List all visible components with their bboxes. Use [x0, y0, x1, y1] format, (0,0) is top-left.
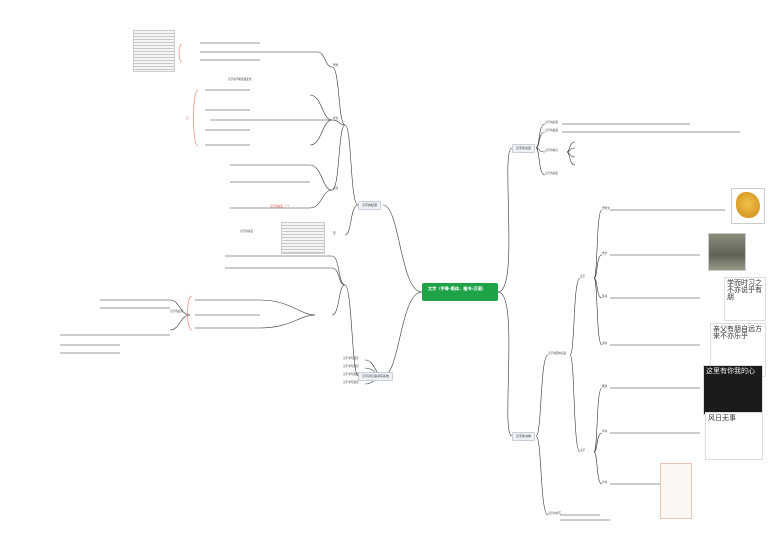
rt-item-1: 汉字的起源: [545, 121, 558, 124]
branch-right-bottom[interactable]: 汉字的书体: [512, 432, 536, 441]
left-red-tag-2: 汉字的演变（一）: [270, 205, 291, 208]
left-doc-title: 汉字的演变: [240, 230, 253, 233]
branch-right-top[interactable]: 汉字的演变: [512, 144, 536, 153]
rb-sub1: 汉字的形体演变: [548, 352, 567, 355]
rb-row-4: 隶书: [602, 342, 608, 345]
rb-row-6: 草书: [602, 430, 608, 433]
seal-script-image: 学而时习之不亦说乎有朋: [724, 277, 766, 321]
rb-row-5: 楷书: [602, 385, 608, 388]
regular-script-image: 这里有你我的心: [703, 365, 763, 415]
left-red-tag: 汉: [186, 117, 189, 120]
left-shuoshu: 说法: [333, 187, 339, 190]
root-node[interactable]: 文字（甲骨-简体、楷书-汉语）: [422, 283, 498, 301]
running-script-image: [660, 463, 692, 519]
rb-sub2: 汉字的书写: [548, 512, 561, 515]
left-note: 汉字在不断发展变化: [228, 78, 252, 81]
document-image-top: [133, 30, 175, 72]
rb-row-1: 甲骨文: [602, 207, 610, 210]
rt-item-4: 汉字的演变: [545, 172, 558, 175]
bottom-item-1: 汉字书写规范: [343, 357, 359, 360]
rb-sub3a: 汉字: [580, 275, 586, 278]
bronze-vessel-image: [708, 233, 746, 271]
left-jinwen: 金文: [333, 117, 339, 120]
left-box-label: 汉字的起源: [170, 310, 183, 313]
rb-sub3b: 汉字: [580, 449, 586, 452]
rt-item-3: 汉字的特点: [545, 149, 558, 152]
left-jiagu: 甲骨: [333, 64, 339, 67]
bottom-item-4: 汉字书写规范: [343, 381, 359, 384]
bottom-item-3: 汉字书写规范: [343, 373, 359, 376]
rb-row-7: 行书: [602, 481, 608, 484]
left-shapes: 形: [333, 232, 336, 235]
rt-item-2: 汉字的发展: [545, 129, 558, 132]
branch-left-bottom[interactable]: 汉字对汉语书写系统: [358, 372, 394, 381]
rb-row-3: 篆书: [602, 295, 608, 298]
branch-left-top[interactable]: 汉字的起源: [358, 201, 382, 210]
rb-row-2: 金文: [602, 252, 608, 255]
oracle-bone-image: [731, 188, 765, 224]
cursive-script-image: 风日无事: [705, 412, 763, 460]
document-image-mid: [281, 222, 325, 254]
bottom-item-2: 汉字书写规范: [343, 365, 359, 368]
